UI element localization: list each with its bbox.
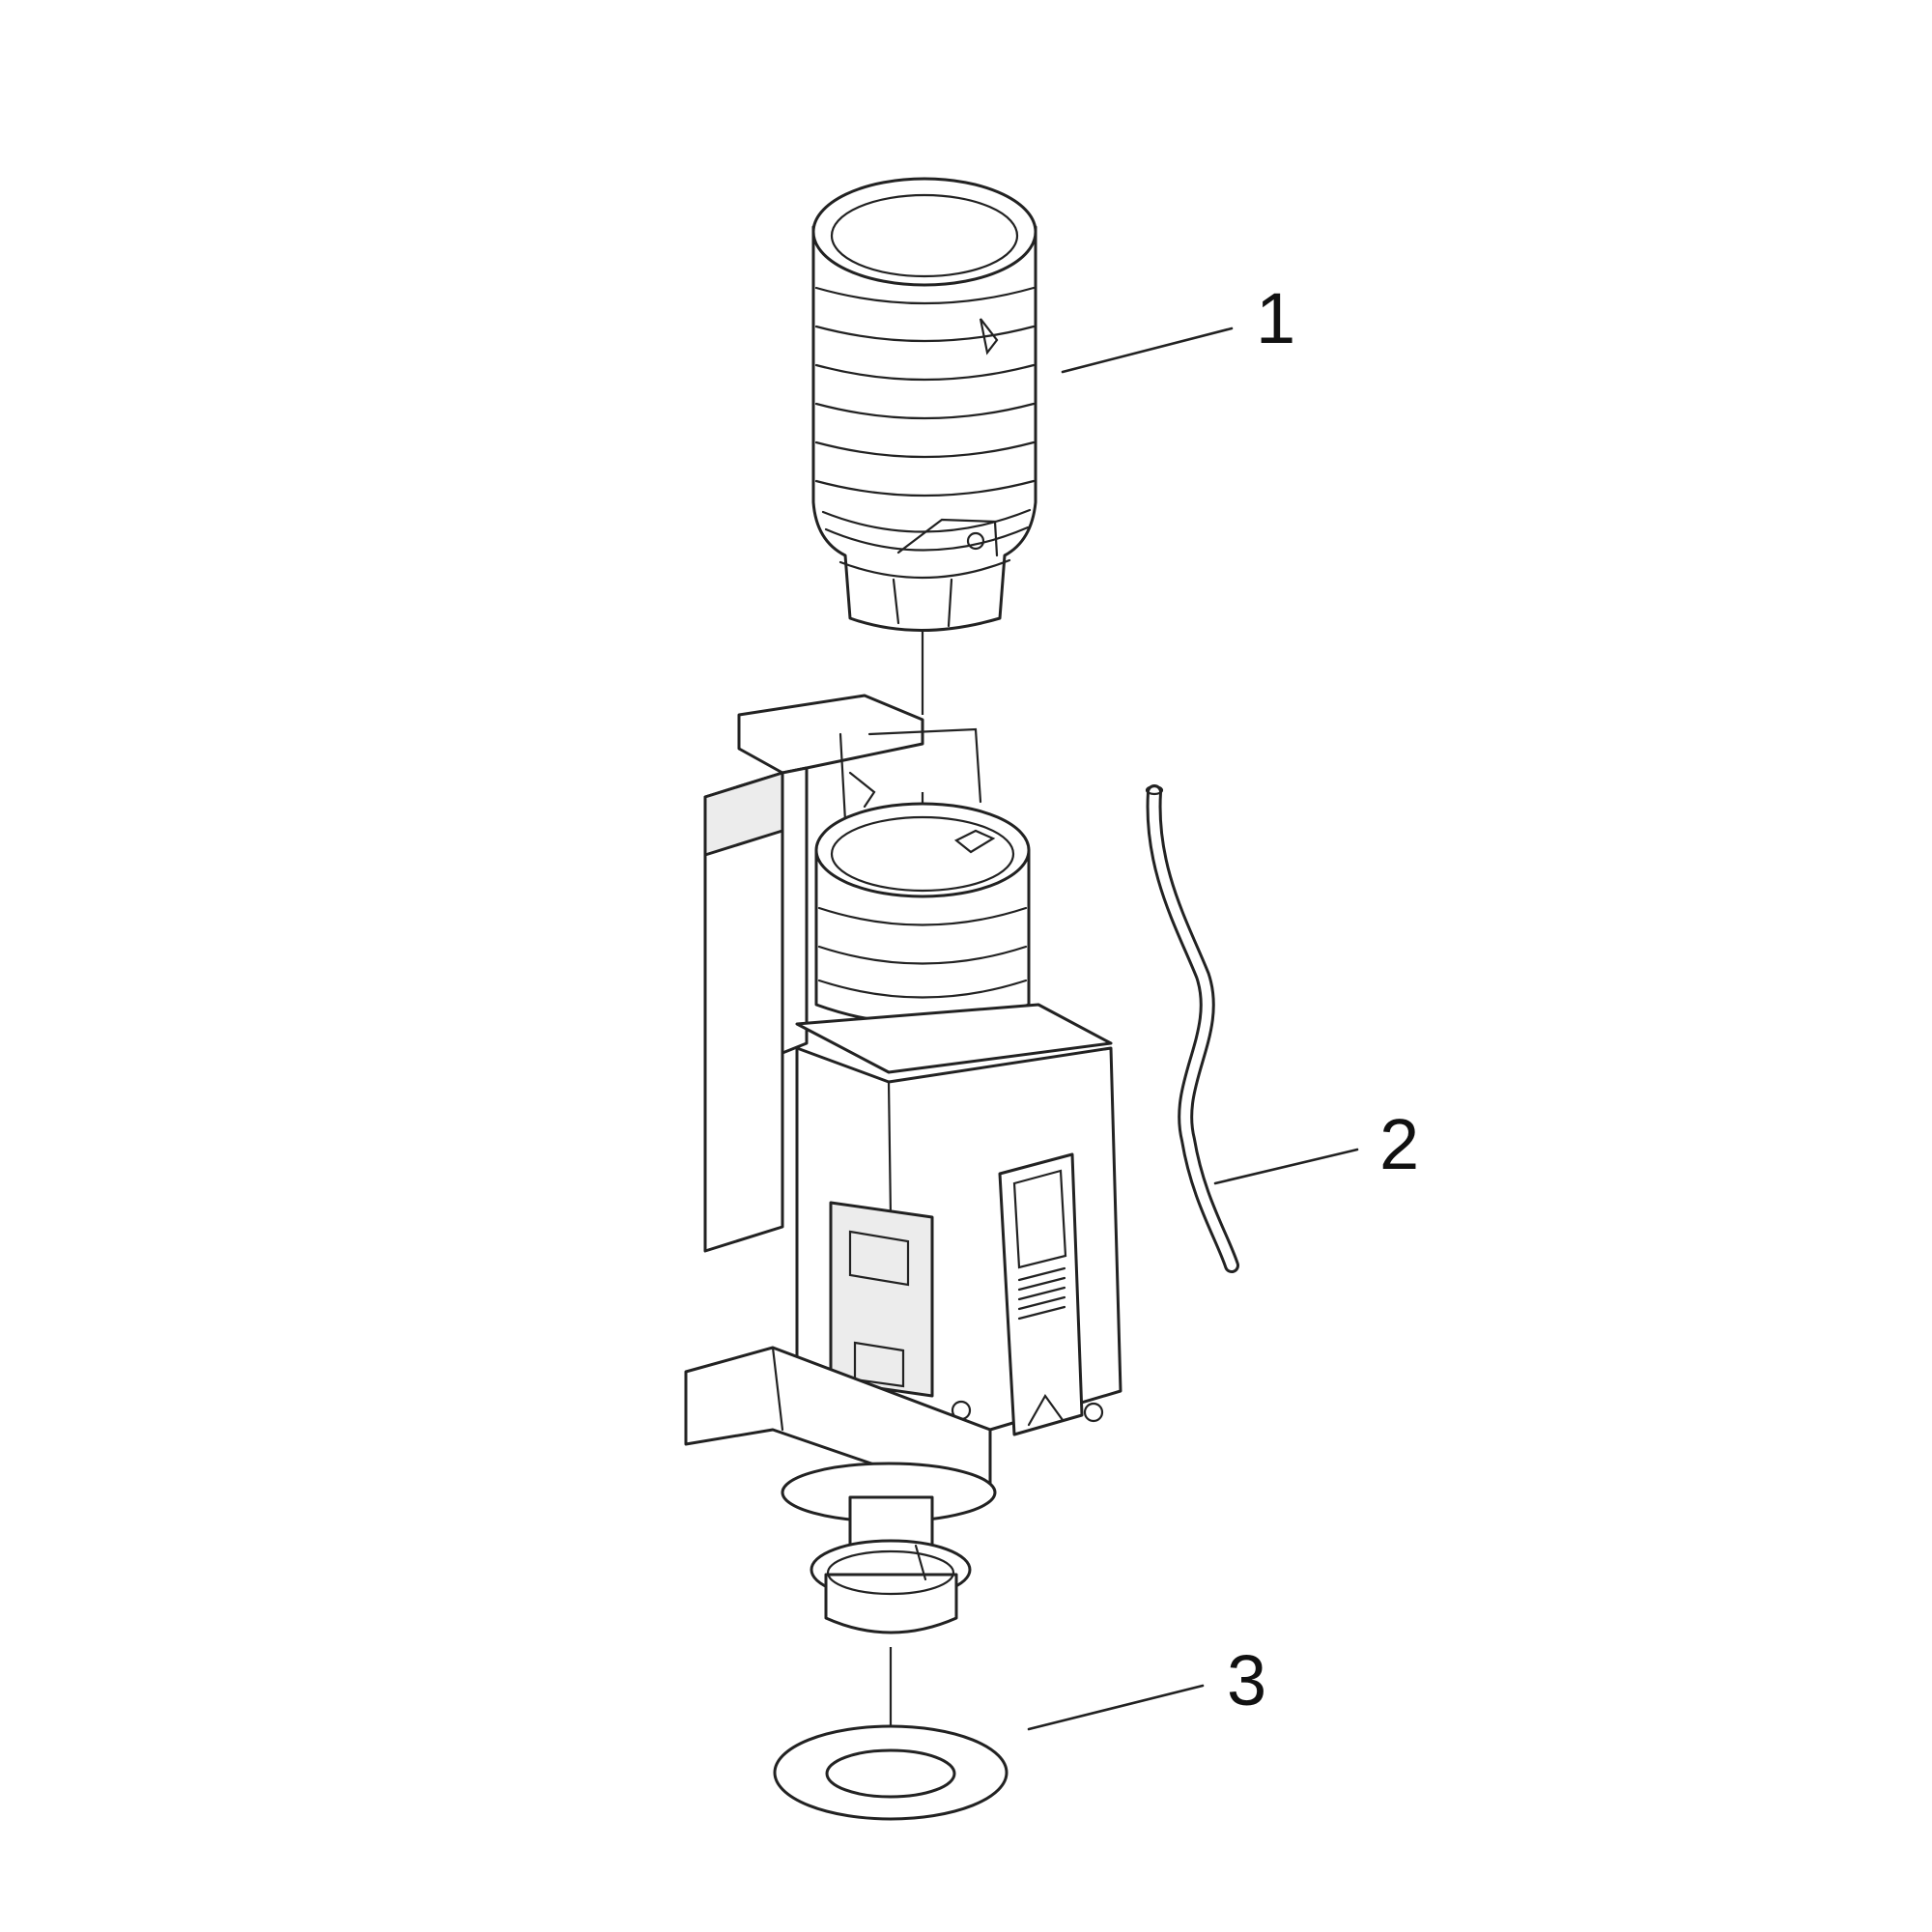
callout-3: 3 [1227, 1640, 1266, 1720]
valve-body [684, 694, 1122, 1634]
part-1-float-cylinder [811, 177, 1037, 632]
callout-1: 1 [1256, 278, 1295, 358]
callout-labels: 1 2 3 [1227, 278, 1419, 1720]
leader-lines [1027, 327, 1359, 1731]
part-2-tube [1145, 784, 1239, 1273]
callout-2: 2 [1379, 1104, 1419, 1184]
part-3-seal-ring [773, 1724, 1009, 1821]
